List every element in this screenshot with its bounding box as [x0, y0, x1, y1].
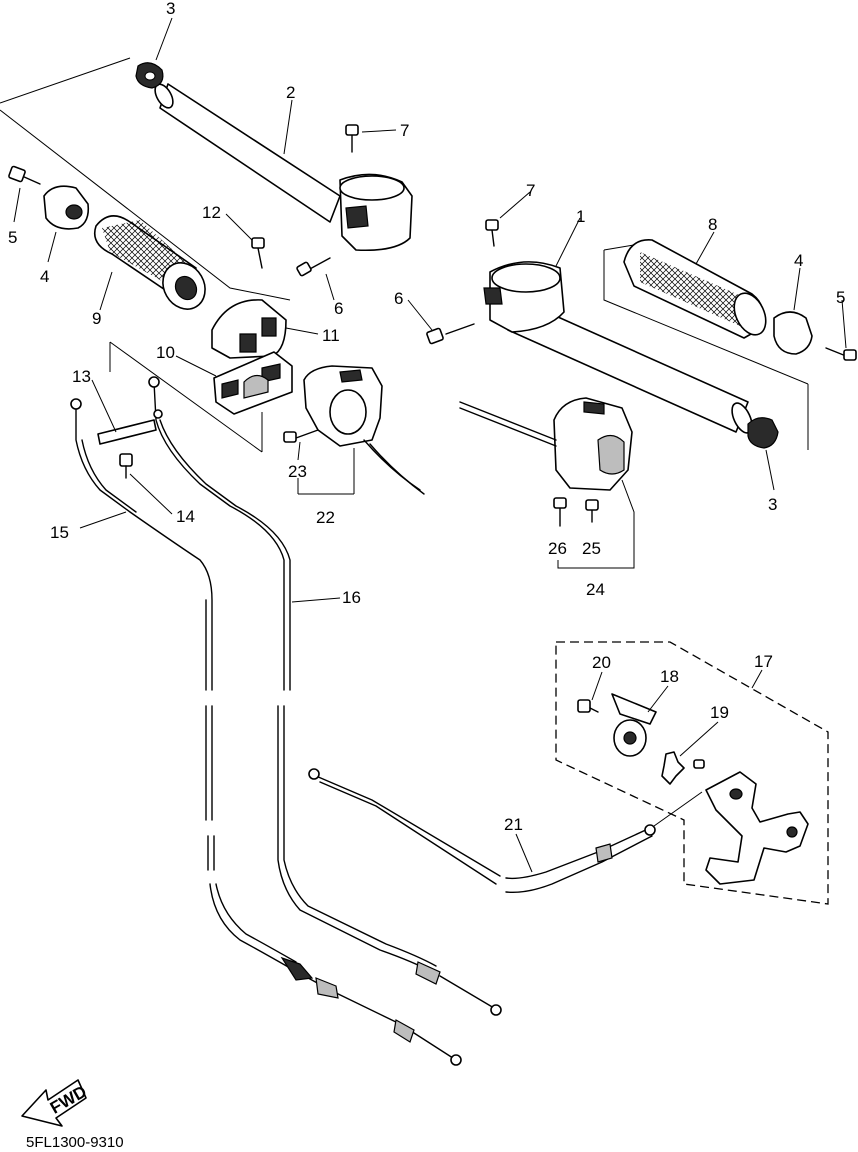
choke-spring-19 — [661, 751, 685, 785]
callout-9: 9 — [92, 309, 101, 328]
callout-13: 13 — [72, 367, 91, 386]
drawing-code: 5FL1300-9310 — [26, 1134, 124, 1151]
callout-5-left: 5 — [8, 228, 17, 247]
left-handlebar-group — [0, 57, 425, 495]
callout-7-right: 7 — [526, 181, 535, 200]
callout-23: 23 — [288, 462, 307, 481]
callout-16: 16 — [342, 588, 361, 607]
leader-lines — [13, 17, 847, 873]
callout-15: 15 — [50, 523, 69, 542]
cable-16 — [153, 381, 285, 691]
cable-bracket-13 — [97, 419, 157, 445]
callout-11: 11 — [322, 326, 340, 345]
callout-21: 21 — [504, 815, 523, 834]
fwd-arrow: FWD — [21, 1079, 90, 1127]
callout-1: 1 — [576, 207, 585, 226]
callouts: 3 2 7 7 1 8 5 4 12 9 6 11 10 6 4 5 13 3 … — [8, 0, 845, 834]
cable-15 — [75, 403, 213, 691]
callout-3-right: 3 — [768, 495, 777, 514]
callout-20: 20 — [592, 653, 611, 672]
callout-17: 17 — [754, 652, 773, 671]
bar-end-cap-left — [43, 185, 90, 230]
right-handlebar-group — [426, 219, 857, 569]
callout-6-right: 6 — [394, 289, 403, 308]
callout-10: 10 — [156, 343, 175, 362]
frame-line-lower-left — [109, 341, 263, 453]
callout-18: 18 — [660, 667, 679, 686]
group-17-boundary — [555, 641, 829, 905]
callout-25: 25 — [582, 539, 601, 558]
left-handlebar-tube — [159, 83, 341, 223]
callout-4-right: 4 — [794, 251, 803, 270]
callout-4-left: 4 — [40, 267, 49, 286]
frame-line-left — [0, 57, 291, 301]
callout-5-right: 5 — [836, 288, 845, 307]
choke-bracket — [705, 771, 809, 885]
callout-24: 24 — [586, 580, 605, 599]
cable-15-lower — [205, 705, 213, 821]
right-switch-wire — [459, 401, 557, 441]
callout-26: 26 — [548, 539, 567, 558]
cable-21 — [315, 775, 501, 877]
cable-16-lower — [277, 705, 433, 973]
cables-group — [70, 376, 656, 1066]
callout-22: 22 — [316, 508, 335, 527]
callout-14: 14 — [176, 507, 195, 526]
callout-2: 2 — [286, 83, 295, 102]
callout-12: 12 — [202, 203, 221, 222]
bar-end-weight-right — [747, 417, 779, 449]
bar-end-cap-right — [773, 311, 813, 355]
choke-lever-group — [555, 641, 829, 905]
callout-19: 19 — [710, 703, 729, 722]
callout-7-left: 7 — [400, 121, 409, 140]
callout-3-top: 3 — [166, 0, 175, 18]
callout-6-left: 6 — [334, 299, 343, 318]
callout-8: 8 — [708, 215, 717, 234]
